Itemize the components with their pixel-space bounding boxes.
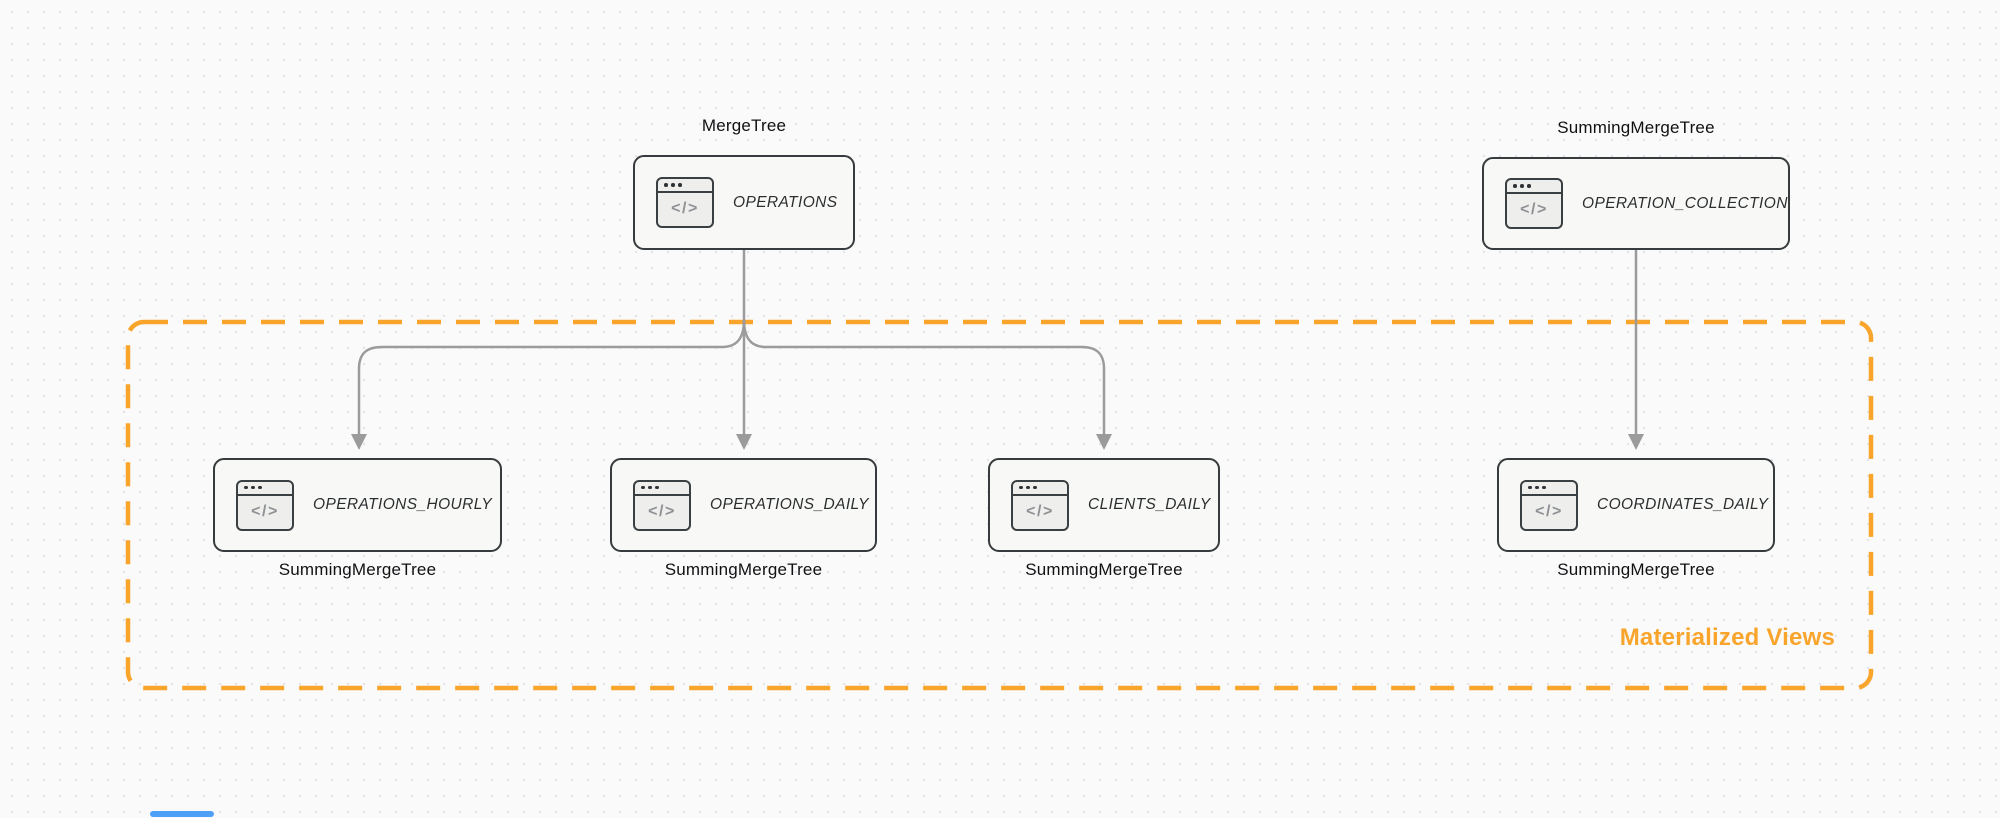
window-dots	[238, 482, 292, 496]
materialized-views-label: Materialized Views	[1619, 624, 1835, 651]
code-glyph: </>	[671, 200, 699, 217]
engine-label-summingmergetree-hourly: SummingMergeTree	[278, 560, 437, 579]
window-dots	[1522, 482, 1576, 496]
node-operations: </> OPERATIONS	[633, 155, 855, 250]
table-name-coordinates-daily: COORDINATES_DAILY	[1597, 496, 1769, 513]
table-name-operations-hourly: OPERATIONS_HOURLY	[313, 496, 493, 513]
node-operations-daily: </> OPERATIONS_DAILY	[610, 458, 877, 552]
code-window-icon: </>	[633, 479, 691, 531]
code-window-icon: </>	[1011, 479, 1069, 531]
node-operation-collection: </> OPERATION_COLLECTION	[1482, 157, 1790, 250]
node-operations-hourly: </> OPERATIONS_HOURLY	[213, 458, 502, 552]
materialized-views-group-border	[125, 319, 1874, 691]
engine-label-summingmergetree-daily: SummingMergeTree	[664, 560, 823, 579]
node-clients-daily: </> CLIENTS_DAILY	[988, 458, 1220, 552]
horizontal-scrollbar-thumb[interactable]	[150, 811, 214, 817]
code-window-icon: </>	[656, 177, 714, 228]
engine-label-summingmergetree-coordinates: SummingMergeTree	[1557, 560, 1715, 579]
table-name-operations: OPERATIONS	[733, 193, 838, 211]
engine-label-summingmergetree-collection: SummingMergeTree	[1557, 118, 1715, 137]
code-glyph: </>	[1535, 502, 1563, 520]
window-dots	[635, 482, 689, 496]
table-name-operation-collection: OPERATION_COLLECTION	[1582, 194, 1788, 212]
window-dots	[658, 179, 712, 193]
engine-label-mergetree: MergeTree	[701, 116, 787, 135]
engine-label-summingmergetree-clients: SummingMergeTree	[1025, 560, 1183, 579]
edge-operations-to-clients-daily	[742, 319, 1113, 450]
code-glyph: </>	[251, 502, 279, 520]
code-window-icon: </>	[1505, 178, 1563, 229]
node-coordinates-daily: </> COORDINATES_DAILY	[1497, 458, 1775, 552]
code-glyph: </>	[1026, 502, 1054, 520]
window-dots	[1013, 482, 1067, 496]
code-glyph: </>	[1520, 201, 1548, 218]
edge-operations-to-operations-hourly	[350, 319, 746, 450]
code-glyph: </>	[648, 502, 676, 520]
window-dots	[1507, 180, 1561, 194]
code-window-icon: </>	[236, 479, 294, 531]
table-name-clients-daily: CLIENTS_DAILY	[1088, 496, 1211, 513]
code-window-icon: </>	[1520, 479, 1578, 531]
table-name-operations-daily: OPERATIONS_DAILY	[710, 496, 869, 513]
